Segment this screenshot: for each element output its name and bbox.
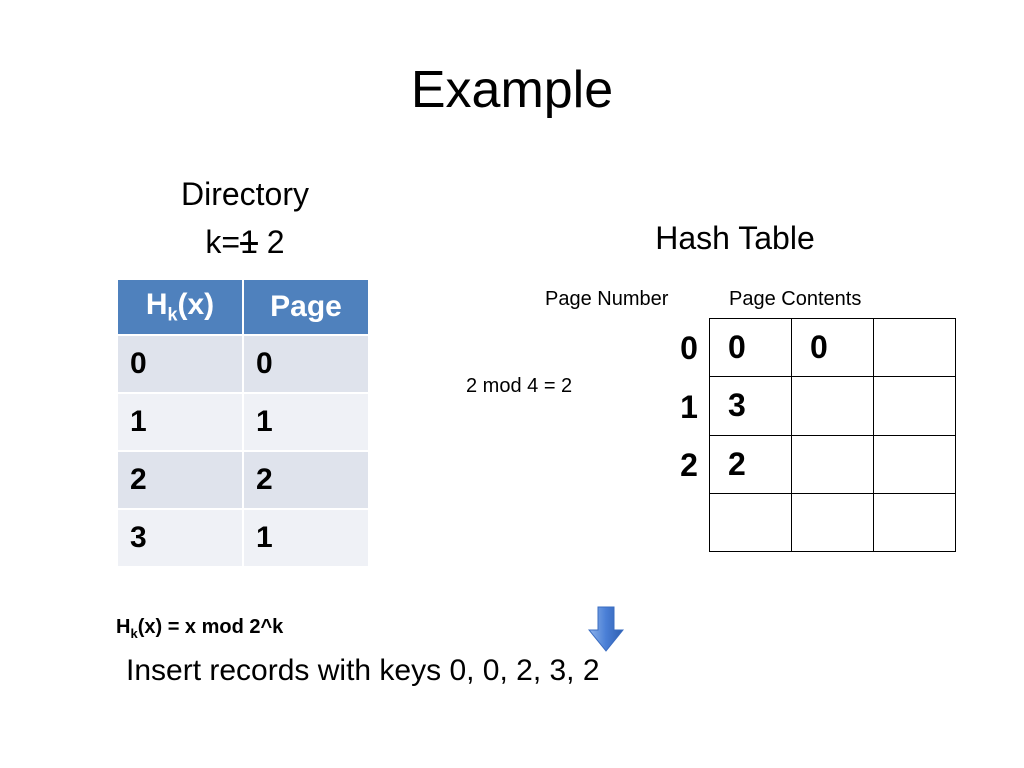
directory-label: Directory xyxy=(180,176,309,212)
directory-cell-hash: 3 xyxy=(116,508,244,568)
hash-slot xyxy=(873,376,956,436)
page-number: 1 xyxy=(680,388,698,425)
directory-header-page: Page xyxy=(242,278,370,336)
k-new-value: 2 xyxy=(266,224,285,260)
mod-note: 2 mod 4 = 2 xyxy=(466,375,573,397)
page-contents-label: Page Contents xyxy=(729,288,862,310)
hash-slot: 2 xyxy=(709,434,792,494)
page-number: 0 xyxy=(680,330,698,366)
directory-cell-page: 2 xyxy=(242,450,370,510)
directory-cell-page: 1 xyxy=(242,508,370,568)
slide-title: Example xyxy=(410,61,614,119)
k-old-value: 1 xyxy=(240,224,258,260)
down-arrow-icon xyxy=(588,606,624,652)
hash-slot: 3 xyxy=(709,376,792,436)
hash-page-row: 2 xyxy=(709,434,956,494)
hash-slot xyxy=(791,492,874,553)
hash-slot xyxy=(873,492,956,553)
hash-table-heading: Hash Table xyxy=(655,220,815,256)
directory-heading: Directory k=1 2 xyxy=(120,170,370,266)
page-number-label: Page Number xyxy=(545,288,669,310)
hash-slot xyxy=(873,317,956,378)
directory-cell-hash: 1 xyxy=(116,392,244,452)
hash-formula: Hk(x) = x mod 2^k xyxy=(116,616,284,641)
hash-slot: 0 xyxy=(791,317,874,378)
hash-slot xyxy=(709,492,792,553)
directory-cell-page: 1 xyxy=(242,392,370,452)
directory-header-hash: Hk(x) xyxy=(116,278,244,336)
hash-page-row: 3 xyxy=(709,376,956,436)
hash-slot xyxy=(791,376,874,436)
directory-cell-hash: 2 xyxy=(116,450,244,510)
insert-instruction: Insert records with keys 0, 0, 2, 3, 2 xyxy=(126,654,600,687)
hash-slot xyxy=(791,434,874,494)
directory-header-row: Hk(x) Page xyxy=(116,278,370,336)
k-prefix: k= xyxy=(205,224,241,260)
directory-cell-hash: 0 xyxy=(116,334,244,394)
directory-k-value: k=1 2 xyxy=(120,218,370,266)
hash-page-row xyxy=(709,492,956,553)
hash-slot xyxy=(873,434,956,494)
page-number: 2 xyxy=(680,447,698,483)
directory-cell-page: 0 xyxy=(242,334,370,394)
hash-slot: 0 xyxy=(709,317,792,378)
